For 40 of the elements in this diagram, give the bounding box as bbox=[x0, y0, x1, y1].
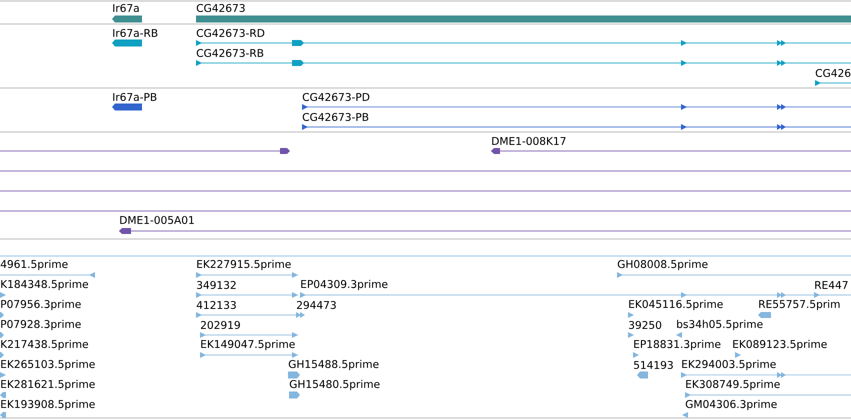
feature-label: CG42673-RB bbox=[196, 48, 264, 57]
feature-label: 514193 bbox=[634, 360, 673, 369]
feature-label: EK265103.5prime bbox=[1, 360, 95, 370]
feature-label: CG42673-RD bbox=[196, 28, 264, 37]
feature-label: EK308749.5prime bbox=[686, 380, 780, 390]
feature-label: GH15488.5prime bbox=[288, 360, 379, 370]
feature-label: CG42673-PD bbox=[302, 92, 370, 101]
feature-label: P07928.3prime bbox=[1, 320, 81, 330]
feature-label: Ir67a bbox=[113, 4, 139, 12]
feature-label: EP18831.3prime bbox=[634, 340, 720, 350]
feature-label: 4961.5prime bbox=[0, 260, 68, 270]
feature-label: GM04306.3prime bbox=[686, 400, 777, 410]
feature-label: K184348.5prime bbox=[1, 280, 88, 290]
feature-label: EK089123.5prime bbox=[733, 340, 827, 350]
feature-label: GH08008.5prime bbox=[618, 260, 708, 270]
feature-label: RE447 bbox=[815, 281, 848, 289]
feature-label: CG42673 bbox=[196, 4, 245, 12]
feature-label: CG426 bbox=[816, 68, 850, 77]
feature-label: RE55757.5prim bbox=[759, 300, 840, 310]
feature-label: DME1-005A01 bbox=[120, 216, 194, 224]
feature-label: EK227915.5prime bbox=[197, 260, 291, 270]
feature-label: CG42673-PB bbox=[302, 112, 368, 121]
feature-label: bs34h05.5prime bbox=[677, 320, 763, 330]
feature-label: EK045116.5prime bbox=[629, 300, 723, 310]
feature-label: EP04309.3prime bbox=[301, 280, 388, 290]
feature-label: 39250 bbox=[629, 320, 662, 329]
feature-label: 202919 bbox=[201, 320, 240, 329]
feature-label: P07956.3prime bbox=[1, 300, 81, 310]
feature-label: 294473 bbox=[297, 300, 336, 309]
feature-label: K217438.5prime bbox=[1, 340, 88, 350]
feature-label: Ir67a-RB bbox=[113, 28, 158, 37]
feature-label: EK281621.5prime bbox=[1, 380, 95, 390]
feature-label: Ir67a-PB bbox=[113, 92, 156, 101]
feature-label: GH15480.5prime bbox=[290, 380, 380, 390]
feature-label: 349132 bbox=[197, 280, 236, 289]
feature-label: EK294003.5prime bbox=[682, 360, 776, 370]
feature-label: 412133 bbox=[196, 300, 236, 309]
feature-label: EK149047.5prime bbox=[201, 340, 295, 350]
feature-label: DME1-008K17 bbox=[492, 136, 566, 145]
feature-label: EK193908.5prime bbox=[1, 400, 95, 410]
